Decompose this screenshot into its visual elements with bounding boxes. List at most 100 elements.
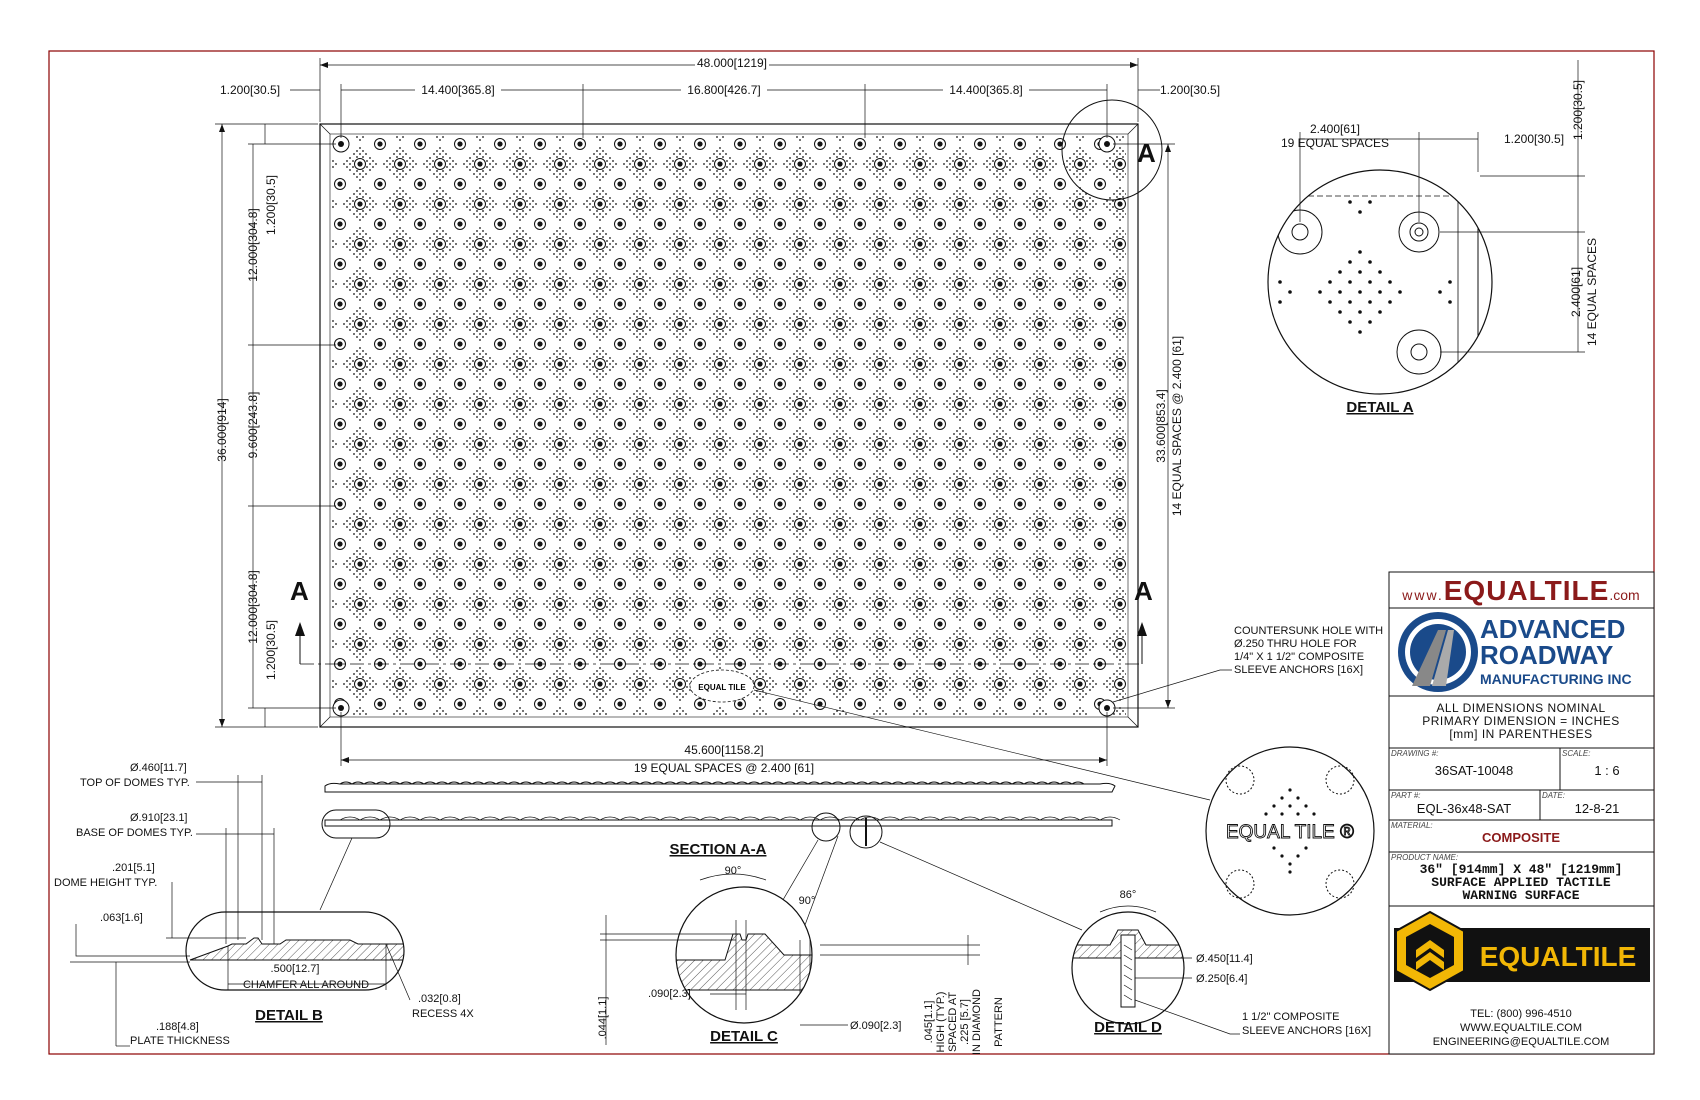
part-label: PART #: bbox=[1391, 791, 1421, 800]
detail-c-angle-2: 90° bbox=[799, 895, 816, 907]
tile-stamp-outline bbox=[689, 669, 755, 703]
detail-a-dots bbox=[1278, 200, 1452, 334]
detail-b-dome-height-label: DOME HEIGHT TYP. bbox=[54, 877, 157, 889]
right-dimensions: 33.600[853.4] 14 EQUAL SPACES @ 2.400 [6… bbox=[1113, 143, 1184, 709]
detail-c-note-4: .225 [5.7] bbox=[959, 999, 971, 1045]
tile-tactile-field bbox=[332, 136, 1126, 715]
detail-d-d1: Ø.450[11.4] bbox=[1196, 953, 1253, 965]
dim-edge-right: 1.200[30.5] bbox=[1160, 83, 1220, 97]
part-number: EQL-36x48-SAT bbox=[1417, 801, 1511, 816]
detail-d-anchor-1: 1 1/2" COMPOSITE bbox=[1242, 1011, 1339, 1023]
dim-overall-width: 48.000[1219] bbox=[697, 56, 767, 70]
detail-b-plate-dim: .188[4.8] bbox=[156, 1021, 199, 1033]
company-line3: MANUFACTURING INC bbox=[1480, 671, 1632, 687]
detail-b-chamfer-dim: .500[12.7] bbox=[271, 963, 320, 975]
title-block: www.EQUALTILE.com ADVANCED ROADWAY MANUF… bbox=[1388, 571, 1655, 1055]
detail-a-h-spaces: 19 EQUAL SPACES bbox=[1281, 136, 1389, 150]
detail-a-h-edge: 1.200[30.5] bbox=[1504, 132, 1564, 146]
dim-v-1200b: 1.200[30.5] bbox=[264, 620, 278, 680]
detail-c-title: DETAIL C bbox=[710, 1028, 778, 1045]
detail-b-recess-label: RECESS 4X bbox=[412, 1008, 474, 1020]
company-line1: ADVANCED bbox=[1480, 614, 1625, 644]
material-label: MATERIAL: bbox=[1391, 821, 1433, 830]
section-arrow-right bbox=[1137, 622, 1147, 636]
detail-a-title: DETAIL A bbox=[1346, 399, 1413, 416]
detail-c-note-5: IN DIAMOND bbox=[971, 989, 983, 1055]
product-line3: WARNING SURFACE bbox=[1462, 888, 1579, 903]
detail-b: Ø.460[11.7] TOP OF DOMES TYP. Ø.910[23.1… bbox=[54, 762, 474, 1047]
detail-c-note-3: SPACED AT bbox=[947, 992, 959, 1052]
section-aa-detail-c-callout bbox=[811, 812, 841, 842]
section-aa-detail-d-callout bbox=[849, 815, 883, 849]
note-line: 1/4" X 1 1/2" COMPOSITE bbox=[1234, 651, 1364, 663]
dim-right-height: 33.600[853.4] bbox=[1154, 389, 1168, 462]
note-3: [mm] IN PARENTHESES bbox=[1449, 727, 1592, 741]
web-suffix: .com bbox=[1609, 587, 1639, 603]
detail-b-recess-dim: .032[0.8] bbox=[418, 993, 461, 1005]
detail-b-base-dome-dim: Ø.910[23.1] bbox=[130, 812, 188, 824]
drawing-number: 36SAT-10048 bbox=[1435, 763, 1514, 778]
detail-b-plate bbox=[189, 937, 404, 961]
section-aa-profile-bottom bbox=[324, 819, 1113, 827]
dim-v-12b: 12.000[304.8] bbox=[246, 570, 260, 643]
bottom-dimensions: 45.600[1158.2] 19 EQUAL SPACES @ 2.400 [… bbox=[340, 712, 1108, 775]
detail-a-h-dim: 2.400[61] bbox=[1310, 122, 1360, 136]
detail-c-note-6: PATTERN bbox=[993, 997, 1005, 1047]
detail-b-top-dome-dim: Ø.460[11.7] bbox=[130, 762, 187, 774]
web-banner: www.EQUALTILE.com bbox=[1401, 575, 1639, 606]
detail-d-angle: 86° bbox=[1120, 889, 1137, 901]
dim-span-c: 14.400[365.8] bbox=[949, 83, 1022, 97]
top-dimensions: 48.000[1219] 14.400[365.8] 16.800[426.7]… bbox=[220, 56, 1220, 138]
dim-overall-height: 36.000[914] bbox=[215, 398, 229, 461]
detail-d-d2: Ø.250[6.4] bbox=[1196, 973, 1247, 985]
detail-a-marker: A bbox=[1137, 138, 1156, 168]
equaltile-hex-icon bbox=[1395, 910, 1465, 992]
detail-a-v-spaces: 14 EQUAL SPACES bbox=[1585, 238, 1599, 346]
detail-d: 86° Ø.450[11.4] Ø.250[6.4] 1 1/2" COMPOS… bbox=[879, 841, 1371, 1037]
detail-c-dim-044: .044[1.1] bbox=[597, 997, 609, 1040]
note-line: SLEEVE ANCHORS [16X] bbox=[1234, 664, 1363, 676]
tile-stamp: EQUAL TILE bbox=[698, 683, 746, 692]
scale-label: SCALE: bbox=[1562, 749, 1590, 758]
detail-c-note-2: HIGH (TYP.) bbox=[935, 992, 947, 1053]
note-line: COUNTERSUNK HOLE WITH bbox=[1234, 625, 1383, 637]
detail-b-edge-dim: .063[1.6] bbox=[100, 912, 143, 924]
section-marker-right: A bbox=[1134, 576, 1153, 606]
dim-edge-left: 1.200[30.5] bbox=[220, 83, 280, 97]
scale-value: 1 : 6 bbox=[1594, 763, 1619, 778]
stamp-text-large: EQUAL TILE ® bbox=[1226, 822, 1354, 843]
detail-b-chamfer-label: CHAMFER ALL AROUND bbox=[243, 979, 369, 991]
drawing-label: DRAWING #: bbox=[1391, 749, 1438, 758]
detail-c: 90° 90° .044[1.1] .090[2.3] Ø.090[2.3] .… bbox=[597, 835, 1005, 1055]
sheet-frame bbox=[48, 50, 1655, 1055]
detail-a-v-dim: 2.400[61] bbox=[1569, 267, 1583, 317]
contact-web: WWW.EQUALTILE.COM bbox=[1460, 1022, 1582, 1034]
section-aa-title: SECTION A-A bbox=[670, 841, 767, 858]
detail-d-anchor-2: SLEEVE ANCHORS [16X] bbox=[1242, 1025, 1371, 1037]
product-label: PRODUCT NAME: bbox=[1391, 853, 1458, 862]
detail-b-base-dome-label: BASE OF DOMES TYP. bbox=[76, 827, 193, 839]
dim-right-spaces: 14 EQUAL SPACES @ 2.400 [61] bbox=[1170, 336, 1184, 516]
detail-c-dim-090: .090[2.3] bbox=[648, 988, 691, 1000]
detail-a: 2.400[61] 19 EQUAL SPACES 1.200[30.5] 1.… bbox=[1267, 60, 1599, 416]
detail-a-v-edge: 1.200[30.5] bbox=[1571, 80, 1585, 140]
tile-bevel bbox=[329, 133, 1129, 718]
detail-c-note-1: .045[1.1] bbox=[923, 1001, 935, 1044]
tile-plan-view: EQUAL TILE A A A bbox=[290, 99, 1163, 728]
company-line2: ROADWAY bbox=[1480, 640, 1613, 670]
product-line1: 36" [914mm] X 48" [1219mm] bbox=[1420, 862, 1623, 877]
dim-v-1200a: 1.200[30.5] bbox=[264, 175, 278, 235]
left-dimensions: 36.000[914] 12.000[304.8] 9.600[243.8] 1… bbox=[215, 123, 336, 728]
equaltile-logo-text: EQUALTILE bbox=[1480, 941, 1637, 972]
stamp-detail: EQUAL TILE ® bbox=[753, 689, 1375, 916]
date-label: DATE: bbox=[1542, 791, 1565, 800]
detail-b-top-dome-label: TOP OF DOMES TYP. bbox=[80, 777, 190, 789]
detail-b-plate-label: PLATE THICKNESS bbox=[130, 1035, 230, 1047]
section-marker-left: A bbox=[290, 576, 309, 606]
detail-b-dome-height-dim: .201[5.1] bbox=[112, 862, 155, 874]
dim-v-96: 9.600[243.8] bbox=[246, 392, 260, 459]
dim-bottom-width: 45.600[1158.2] bbox=[684, 743, 763, 757]
dim-span-b: 16.800[426.7] bbox=[687, 83, 760, 97]
web-brand: EQUALTILE bbox=[1444, 575, 1610, 606]
